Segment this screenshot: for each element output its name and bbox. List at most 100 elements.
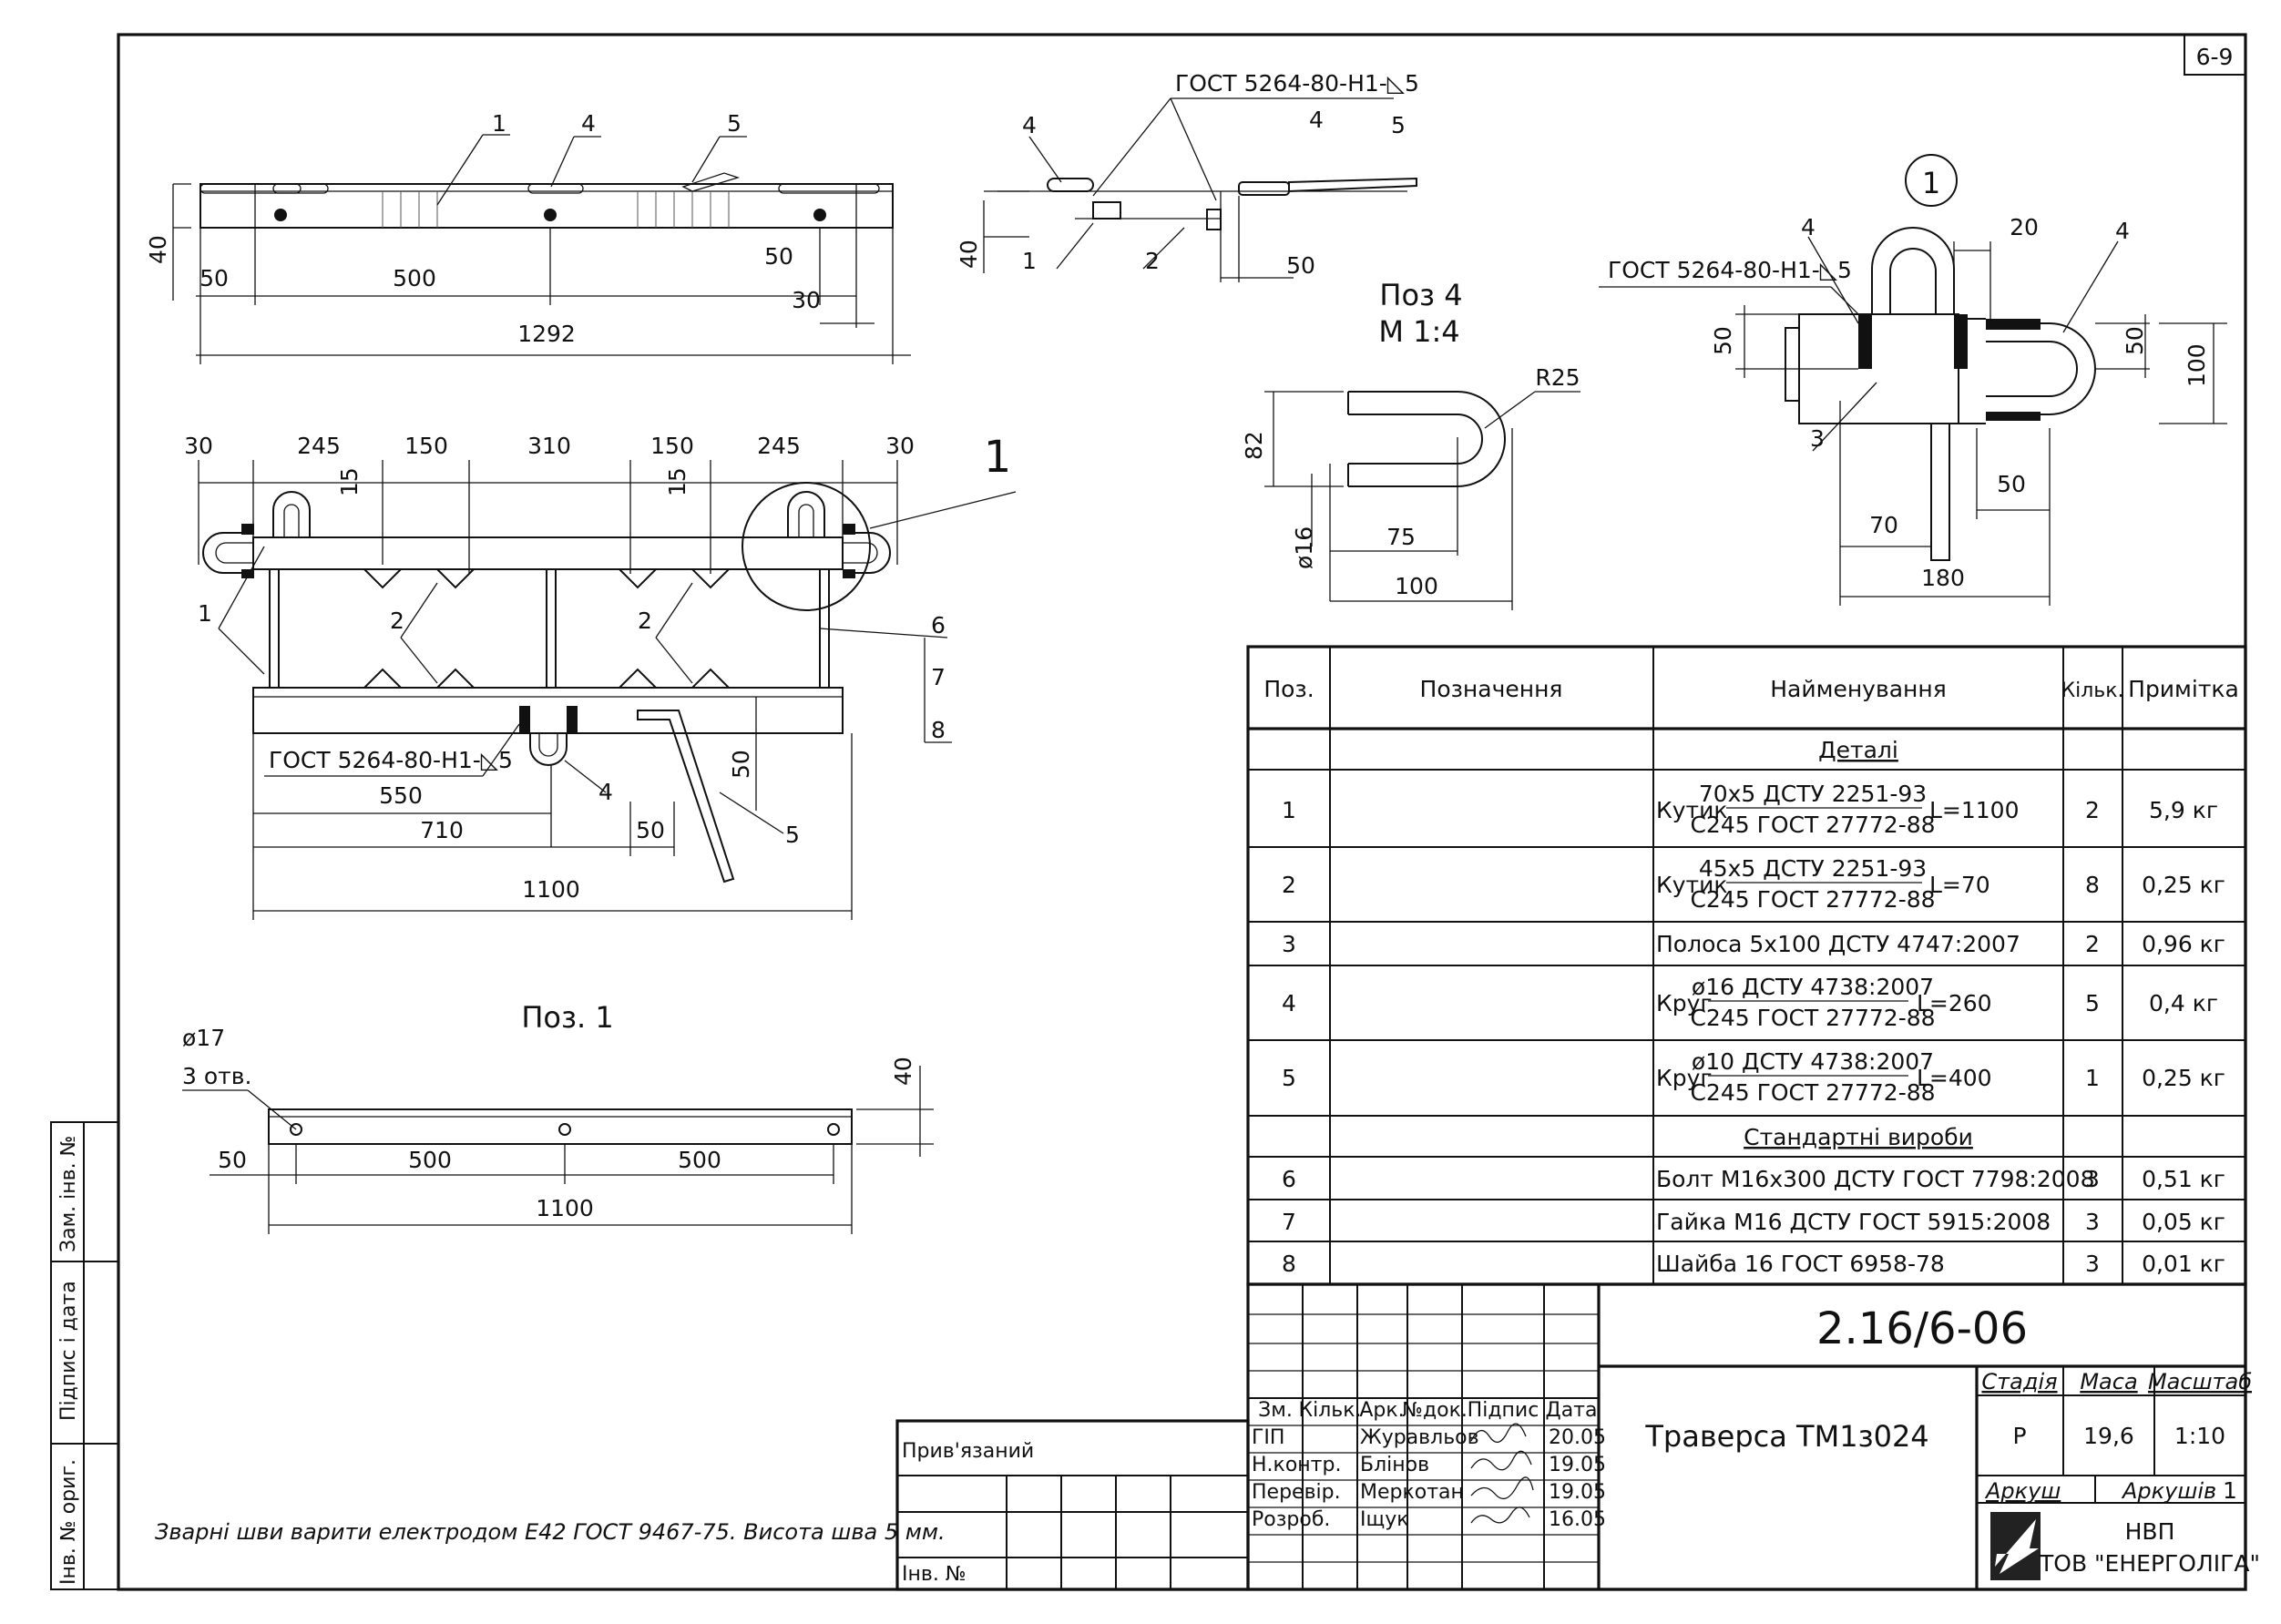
top-dim-d: 30 [792,287,821,313]
pos1-view: Поз. 1 ø17 3 отв. 40 50 500 500 1100 [182,1000,934,1234]
binding-block: Прив'язаний Інв. № [895,1419,1250,1591]
end-label-4a: 4 [1022,112,1037,138]
pos1-title: Поз. 1 [521,1000,613,1035]
pos4-dim-100: 100 [1395,573,1438,599]
spec-note: 0,25 кг [2142,872,2225,898]
binding-inv: Інв. № [902,1563,967,1586]
detail1-label-3: 3 [1810,425,1825,452]
spec-prefix: Кутик [1656,872,1727,898]
detail1-dim-70: 70 [1869,512,1898,538]
signature-2 [1470,1450,1532,1471]
tb-date: 16.05 [1549,1508,1606,1531]
tb-doc-code: 2.16/6-06 [1816,1303,2028,1354]
plan-dim-0: 30 [184,433,213,459]
spec-table: Поз. Позначення Найменування Кільк. Прим… [1246,645,2247,1286]
end-view: ГОСТ 5264-80-Н1-◺5 4 4 5 1 2 40 50 [956,70,1419,282]
tb-stage-label: Стадія [1981,1369,2057,1394]
spec-suffix: L=400 [1917,1065,1992,1091]
spec-name: Гайка М16 ДСТУ ГОСТ 5915:2008 [1656,1209,2051,1235]
plan-dim-6: 30 [885,433,915,459]
spec-pos: 4 [1282,990,1296,1016]
spec-pos: 6 [1282,1166,1296,1192]
stamp-orig: Інв. № ориг. [57,1459,80,1585]
pos1-dim-b: 500 [408,1147,452,1173]
detail1-label-4a: 4 [1801,214,1816,240]
detail1-view: 1 ГОСТ 5264-80-Н1-◺5 4 4 3 20 5 [1599,154,2227,606]
tb-date: 20.05 [1549,1426,1606,1449]
spec-note: 5,9 кг [2149,797,2218,823]
spec-pos: 7 [1282,1209,1296,1235]
tb-stage: Р [2012,1423,2026,1449]
tb-company-line1: НВП [2125,1518,2175,1545]
spec-row: 2 Кутик 45х5 ДСТУ 2251-93 С245 ГОСТ 2777… [1282,855,2225,913]
detail1-weld: ГОСТ 5264-80-Н1-◺5 [1608,257,1852,283]
spec-qty: 5 [2085,990,2100,1016]
plan-label-7: 7 [931,664,946,690]
plan-label-6: 6 [931,612,946,638]
spec-pos: 8 [1282,1251,1296,1277]
spec-name: Шайба 16 ГОСТ 6958-78 [1656,1251,1945,1277]
spec-section-std: Стандартні вироби [1744,1124,1973,1150]
spec-row: 3 Полоса 5х100 ДСТУ 4747:2007 2 0,96 кг [1282,931,2225,957]
stamp-sign: Підпис і дата [57,1281,80,1421]
pos4-scale: М 1:4 [1378,314,1459,349]
pos4-dim-75: 75 [1386,524,1416,550]
tb-sheets-label: Аркушів [2121,1478,2216,1504]
tb-mass-label: Маса [2080,1369,2137,1394]
tb-sheet-label: Аркуш [1984,1478,2061,1504]
spec-note: 0,25 кг [2142,1065,2225,1091]
spec-header-note: Примітка [2128,676,2239,702]
plan-label-5: 5 [785,822,800,848]
tb-header-ndoc: №док. [1402,1399,1468,1422]
pos4-title: Поз 4 [1379,278,1462,312]
spec-suffix: L=260 [1917,990,1992,1016]
spec-row: 6 Болт М16х300 ДСТУ ГОСТ 7798:2008 3 0,5… [1282,1166,2225,1192]
detail1-label-4b: 4 [2115,218,2130,244]
pos1-dim-a: 50 [218,1147,247,1173]
spec-den: С245 ГОСТ 27772-88 [1690,1005,1935,1031]
spec-note: 0,05 кг [2142,1209,2225,1235]
signature-3 [1470,1476,1534,1500]
end-label-5: 5 [1391,112,1406,138]
top-dim-a: 50 [199,265,229,291]
plan-callout-1: 1 [984,432,1012,483]
pos4-dim-h: 82 [1241,431,1267,460]
spec-row: 4 Круг ø16 ДСТУ 4738:2007 С245 ГОСТ 2777… [1282,974,2218,1031]
spec-qty: 2 [2085,931,2100,957]
tb-person: Журавльов [1360,1426,1479,1449]
plan-dim-1100: 1100 [522,876,580,903]
pos1-hole: ø17 [182,1025,225,1051]
pos1-dim-total: 1100 [536,1195,594,1221]
end-label-2: 2 [1145,248,1160,274]
tb-sheets: 1 [2223,1477,2237,1504]
pos1-hole-count: 3 отв. [182,1063,251,1089]
tb-scale: 1:10 [2174,1423,2225,1449]
stamp-zam: Зам. інв. № [57,1136,80,1253]
top-dim-b: 500 [393,265,436,291]
end-dim-h: 40 [956,240,982,269]
signature-1 [1470,1423,1527,1443]
detail1-dim-100: 100 [2184,343,2210,387]
tb-header-date: Дата [1546,1399,1598,1422]
plan-label-1: 1 [198,600,212,627]
spec-qty: 2 [2085,797,2100,823]
detail1-dim-20: 20 [2010,214,2039,240]
tb-person: Блінов [1360,1454,1429,1476]
spec-num: ø10 ДСТУ 4738:2007 [1692,1048,1934,1075]
tb-company-line2: ТОВ "ЕНЕРГОЛІГА" [2039,1550,2260,1577]
plan-dim-3: 310 [527,433,571,459]
weld-note: Зварні шви варити електродом Е42 ГОСТ 94… [155,1519,946,1545]
tb-role: Розроб. [1252,1508,1330,1531]
tb-header-sign: Підпис [1468,1399,1539,1422]
spec-row: 7 Гайка М16 ДСТУ ГОСТ 5915:2008 3 0,05 к… [1282,1209,2225,1235]
spec-name: Полоса 5х100 ДСТУ 4747:2007 [1656,931,2020,957]
top-label-4: 4 [581,110,596,137]
tb-header-ark: Арк. [1359,1399,1404,1422]
tb-role: Н.контр. [1252,1454,1341,1476]
spec-qty: 3 [2085,1166,2100,1192]
tb-header-zm: Зм. [1258,1399,1293,1422]
plan-weld: ГОСТ 5264-80-Н1-◺5 [269,747,513,773]
detail1-dim-180: 180 [1921,565,1965,591]
